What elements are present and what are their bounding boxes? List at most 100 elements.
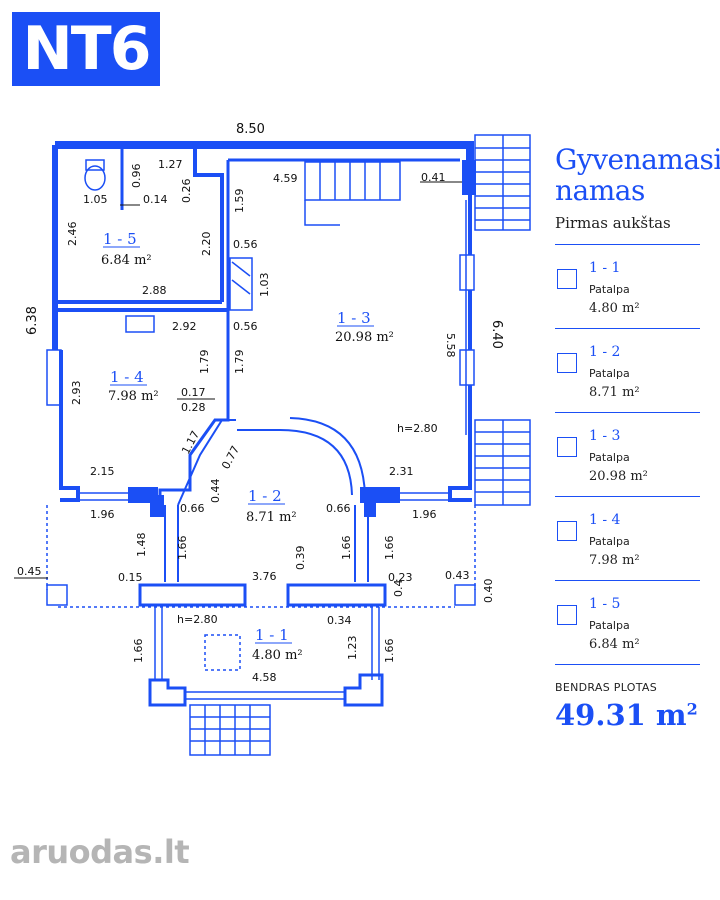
legend-item-label: Patalpa bbox=[589, 283, 630, 296]
dim-label: 1.05 bbox=[83, 193, 108, 206]
dim-label: 5.58 bbox=[444, 333, 457, 358]
legend-item-area: 20.98 m² bbox=[589, 469, 648, 484]
aruodas-watermark: aruodas.lt bbox=[10, 833, 190, 871]
legend-item-code: 1 - 5 bbox=[589, 596, 621, 612]
dim-label: 1.79 bbox=[233, 350, 246, 375]
dim-label: 0.28 bbox=[181, 401, 206, 414]
room-code-1-3: 1 - 3 bbox=[337, 309, 371, 327]
room-code-1-4: 1 - 4 bbox=[110, 368, 144, 386]
dim-label: 1.96 bbox=[90, 508, 115, 521]
dim-label: 0.77 bbox=[219, 444, 242, 472]
dim-label: 6.38 bbox=[25, 306, 40, 335]
dim-label: 0.96 bbox=[130, 164, 143, 189]
legend-title: Gyvenamasis namas bbox=[555, 143, 720, 207]
walls bbox=[52, 141, 476, 707]
dim-label: 0.15 bbox=[118, 571, 143, 584]
stairs-bottom bbox=[189, 704, 271, 756]
dim-label: 0.66 bbox=[180, 502, 205, 515]
room-code-1-2: 1 - 2 bbox=[248, 487, 282, 505]
room-area-1-5: 6.84 m² bbox=[101, 253, 152, 268]
legend-item-area: 7.98 m² bbox=[589, 553, 640, 568]
dim-label: 1.23 bbox=[346, 636, 359, 661]
dim-label: 1.66 bbox=[132, 639, 145, 664]
legend-title-line: Gyvenamasis bbox=[555, 143, 720, 176]
dim-label: 0.17 bbox=[181, 386, 206, 399]
checkbox-icon bbox=[557, 353, 577, 373]
dim-label: 1.66 bbox=[176, 536, 189, 561]
dim-label: 1.79 bbox=[198, 350, 211, 375]
room-area-1-1: 4.80 m² bbox=[252, 648, 303, 663]
dim-label: 0.66 bbox=[326, 502, 351, 515]
checkbox-icon bbox=[557, 269, 577, 289]
total-area-label: BENDRAS PLOTAS bbox=[555, 681, 657, 694]
dim-label: 2.31 bbox=[389, 465, 414, 478]
legend-item-code: 1 - 2 bbox=[589, 344, 621, 360]
dim-label: 2.88 bbox=[142, 284, 167, 297]
room-legend: Gyvenamasis namas Pirmas aukštas 1 - 1 P… bbox=[555, 143, 720, 732]
total-area-unit: 2 bbox=[686, 699, 698, 719]
room-code-1-1: 1 - 1 bbox=[255, 626, 289, 644]
checkbox-icon bbox=[557, 605, 577, 625]
legend-item: 1 - 1 Patalpa 4.80 m² bbox=[555, 245, 700, 329]
dim-label: 1.59 bbox=[233, 189, 246, 214]
dim-label: 8.50 bbox=[236, 122, 265, 137]
dim-label: 0.45 bbox=[17, 565, 42, 578]
dim-label: 2.93 bbox=[70, 381, 83, 406]
dim-label: 1.48 bbox=[135, 533, 148, 558]
legend-item: 1 - 2 Patalpa 8.71 m² bbox=[555, 329, 700, 413]
legend-title-line: namas bbox=[555, 174, 645, 207]
dim-label: 0.40 bbox=[482, 579, 495, 604]
dim-label: 0.4 bbox=[392, 580, 405, 598]
legend-item: 1 - 4 Patalpa 7.98 m² bbox=[555, 497, 700, 581]
room-area-1-4: 7.98 m² bbox=[108, 389, 159, 404]
dimension-labels: 8.50 1.27 0.96 0.26 4.59 0.41 1.05 0.14 … bbox=[14, 122, 504, 684]
dim-label: 0.39 bbox=[294, 546, 307, 571]
legend-item-code: 1 - 1 bbox=[589, 260, 621, 276]
legend-item-area: 6.84 m² bbox=[589, 637, 640, 652]
dim-label: 1.66 bbox=[383, 536, 396, 561]
checkbox-icon bbox=[557, 437, 577, 457]
dim-label: 0.41 bbox=[421, 171, 446, 184]
legend-item-label: Patalpa bbox=[589, 535, 630, 548]
legend-item-area: 8.71 m² bbox=[589, 385, 640, 400]
dim-label: 0.26 bbox=[180, 179, 193, 204]
floor-plan: 1 - 5 6.84 m² 1 - 4 7.98 m² 1 - 3 20.98 … bbox=[14, 122, 531, 756]
dim-label: 4.59 bbox=[273, 172, 298, 185]
dim-label: 2.92 bbox=[172, 320, 197, 333]
legend-item: 1 - 3 Patalpa 20.98 m² bbox=[555, 413, 700, 497]
watermark-text: aruodas bbox=[10, 833, 153, 871]
listing-badge: NT6 bbox=[12, 12, 160, 86]
dim-label: 0.43 bbox=[445, 569, 470, 582]
dim-label: 2.15 bbox=[90, 465, 115, 478]
legend-item-label: Patalpa bbox=[589, 367, 630, 380]
legend-item: 1 - 5 Patalpa 6.84 m² bbox=[555, 581, 700, 665]
legend-divider bbox=[555, 244, 700, 245]
ceiling-height-label: h=2.80 bbox=[397, 422, 438, 435]
legend-subtitle: Pirmas aukštas bbox=[555, 214, 671, 232]
room-code-1-5: 1 - 5 bbox=[103, 230, 137, 248]
dim-label: 1.66 bbox=[340, 536, 353, 561]
legend-item-label: Patalpa bbox=[589, 619, 630, 632]
inner-stairs bbox=[304, 161, 401, 201]
dim-label: 0.56 bbox=[233, 238, 258, 251]
legend-item-area: 4.80 m² bbox=[589, 301, 640, 316]
dim-label: 2.20 bbox=[200, 232, 213, 257]
dim-label: 0.23 bbox=[388, 571, 413, 584]
checkbox-icon bbox=[557, 521, 577, 541]
total-area-number: 49.31 m bbox=[555, 698, 687, 732]
room-area-1-3: 20.98 m² bbox=[335, 330, 394, 345]
dim-label: 2.46 bbox=[66, 222, 79, 247]
dim-label: 6.40 bbox=[489, 320, 504, 349]
dim-label: 0.34 bbox=[327, 614, 352, 627]
total-area-value: 49.31 m2 bbox=[555, 698, 700, 732]
dim-label: 1.66 bbox=[383, 639, 396, 664]
dim-label: 0.44 bbox=[209, 479, 222, 504]
dim-label: 0.14 bbox=[143, 193, 168, 206]
dim-label: 1.27 bbox=[158, 158, 183, 171]
dim-label: 0.56 bbox=[233, 320, 258, 333]
room-area-1-2: 8.71 m² bbox=[246, 510, 297, 525]
dim-label: 4.58 bbox=[252, 671, 277, 684]
watermark-suffix: .lt bbox=[152, 833, 190, 871]
thin-lines bbox=[46, 134, 531, 756]
dim-label: 1.03 bbox=[258, 273, 271, 298]
